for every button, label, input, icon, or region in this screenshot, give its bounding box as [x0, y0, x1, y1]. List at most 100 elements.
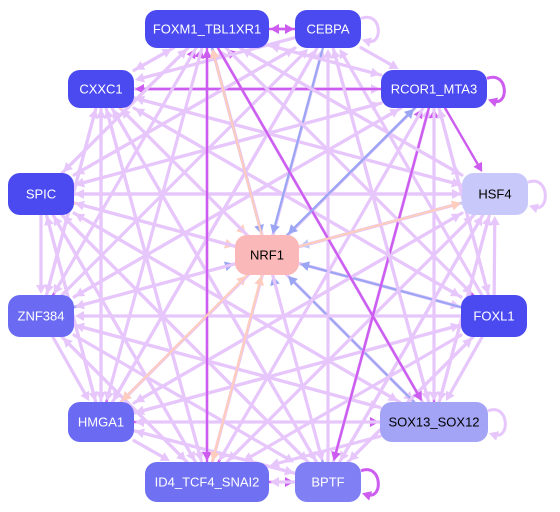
edge-NRF1-to-FOXM1_TBL1XR1	[209, 49, 263, 237]
self-loop-RCOR1_MTA3	[486, 75, 506, 108]
edge-arrowhead	[349, 451, 359, 461]
edge-arrowhead	[489, 216, 500, 226]
node-foxl1[interactable]: FOXL1	[461, 295, 527, 337]
self-loop-layer	[360, 15, 547, 501]
self-loop-arrowhead	[489, 431, 500, 441]
node-label: HSF4	[478, 187, 511, 202]
node-label: RCOR1_MTA3	[391, 82, 477, 97]
edge-arrowhead	[103, 109, 114, 119]
edge-FOXL1-to-BPTF	[349, 335, 475, 461]
edge-arrowhead	[44, 216, 54, 226]
edge-line	[247, 333, 463, 459]
edge-line	[342, 213, 485, 457]
edge-arrowhead	[270, 224, 280, 234]
edge-arrowhead	[75, 322, 85, 333]
edge-line	[106, 46, 204, 396]
node-box	[295, 462, 361, 502]
node-id4_tcf4_snai2[interactable]: ID4_TCF4_SNAI2	[145, 462, 269, 502]
edge-line	[359, 46, 395, 68]
edge-line	[140, 323, 463, 413]
edge-ZNF384-to-HMGA1	[51, 335, 90, 401]
node-box	[462, 173, 528, 215]
edge-arrowhead	[135, 72, 145, 83]
edge-line	[139, 211, 464, 401]
edge-FOXM1_TBL1XR1-to-CEBPA	[267, 24, 294, 34]
edge-line	[139, 110, 463, 299]
self-loop-line	[360, 468, 380, 497]
node-cxxc1[interactable]: CXXC1	[68, 70, 134, 108]
edge-line	[140, 98, 464, 187]
edge-FOXL1-to-ID4_TCF4_SNAI2	[243, 333, 463, 461]
node-hmga1[interactable]: HMGA1	[68, 402, 134, 442]
node-box	[68, 402, 134, 442]
edge-arrowhead	[36, 285, 46, 294]
edge-line	[447, 335, 484, 397]
node-bptf[interactable]: BPTF	[295, 462, 361, 502]
edge-line	[286, 112, 410, 237]
edge-arrowhead	[413, 390, 422, 401]
edge-arrowhead	[300, 261, 310, 271]
self-loop-line	[360, 15, 380, 43]
edge-line	[216, 46, 420, 396]
edge-arrowhead	[96, 109, 106, 118]
edge-arrowhead	[112, 109, 122, 120]
edge-line	[55, 46, 198, 290]
edge-BPTF-to-ID4_TCF4_SNAI2	[270, 477, 297, 487]
edge-FOXM1_TBL1XR1-to-RCOR1_MTA3	[267, 43, 380, 78]
edge-arrowhead	[75, 189, 84, 199]
node-spic[interactable]: SPIC	[8, 173, 74, 215]
edge-arrowhead	[135, 84, 144, 94]
edge-arrowhead	[80, 390, 90, 401]
edge-RCOR1_MTA3-to-BPTF	[331, 106, 431, 461]
edge-arrowhead	[53, 283, 63, 294]
edge-FOXM1_TBL1XR1-to-SOX13_SOX12	[216, 46, 422, 401]
edge-FOXL1-to-ZNF384	[75, 311, 463, 321]
edge-line	[224, 46, 469, 291]
edge-arrowhead	[339, 49, 349, 60]
edge-line	[51, 335, 88, 397]
edge-arrowhead	[63, 338, 73, 348]
self-loop-HSF4	[527, 179, 547, 214]
edge-line	[221, 106, 425, 457]
edge-FOXM1_TBL1XR1-to-ZNF384	[53, 46, 198, 294]
edge-SOX13_SOX12-to-ID4_TCF4_SNAI2	[270, 434, 382, 468]
self-loop-arrowhead	[529, 203, 540, 214]
edge-arrowhead	[270, 458, 280, 468]
edge-arrowhead	[121, 391, 132, 401]
edge-arrowhead	[135, 108, 146, 118]
edge-FOXL1-to-HSF4	[489, 216, 500, 297]
self-loop-BPTF	[360, 468, 380, 501]
node-foxm1_tbl1xr1[interactable]: FOXM1_TBL1XR1	[145, 10, 269, 48]
edge-RCOR1_MTA3-to-HSF4	[443, 106, 483, 172]
self-loop-arrowhead	[362, 491, 373, 501]
edge-line	[331, 46, 429, 396]
edge-arrowhead	[135, 417, 144, 427]
edge-line	[66, 341, 189, 464]
edge-arrowhead	[75, 311, 84, 321]
node-box	[145, 10, 269, 48]
edge-NRF1-to-HMGA1	[121, 273, 249, 401]
node-label: HMGA1	[78, 415, 124, 430]
self-loop-SOX13_SOX12	[487, 408, 507, 441]
node-box	[68, 70, 134, 108]
node-znf384[interactable]: ZNF384	[8, 295, 74, 337]
node-sox13_sox12[interactable]: SOX13_SOX12	[380, 402, 488, 442]
edge-line	[267, 43, 375, 75]
node-hsf4[interactable]: HSF4	[462, 173, 528, 215]
edge-NRF1-to-RCOR1_MTA3	[286, 109, 414, 237]
edge-arrowhead	[473, 161, 483, 172]
node-cebpa[interactable]: CEBPA	[295, 10, 361, 48]
self-loop-line	[527, 179, 547, 209]
node-rcor1_mta3[interactable]: RCOR1_MTA3	[381, 70, 487, 108]
edge-NRF1-to-ID4_TCF4_SNAI2	[210, 273, 263, 461]
edge-arrowhead	[429, 392, 439, 401]
node-nrf1[interactable]: NRF1	[235, 235, 299, 275]
edge-arrowhead	[451, 200, 461, 211]
edge-arrowhead	[88, 109, 99, 119]
edge-RCOR1_MTA3-to-SOX13_SOX12	[429, 106, 439, 401]
node-label: BPTF	[311, 475, 344, 490]
edge-line	[125, 273, 249, 397]
edge-line	[66, 46, 190, 169]
edge-arrowhead	[445, 390, 455, 401]
